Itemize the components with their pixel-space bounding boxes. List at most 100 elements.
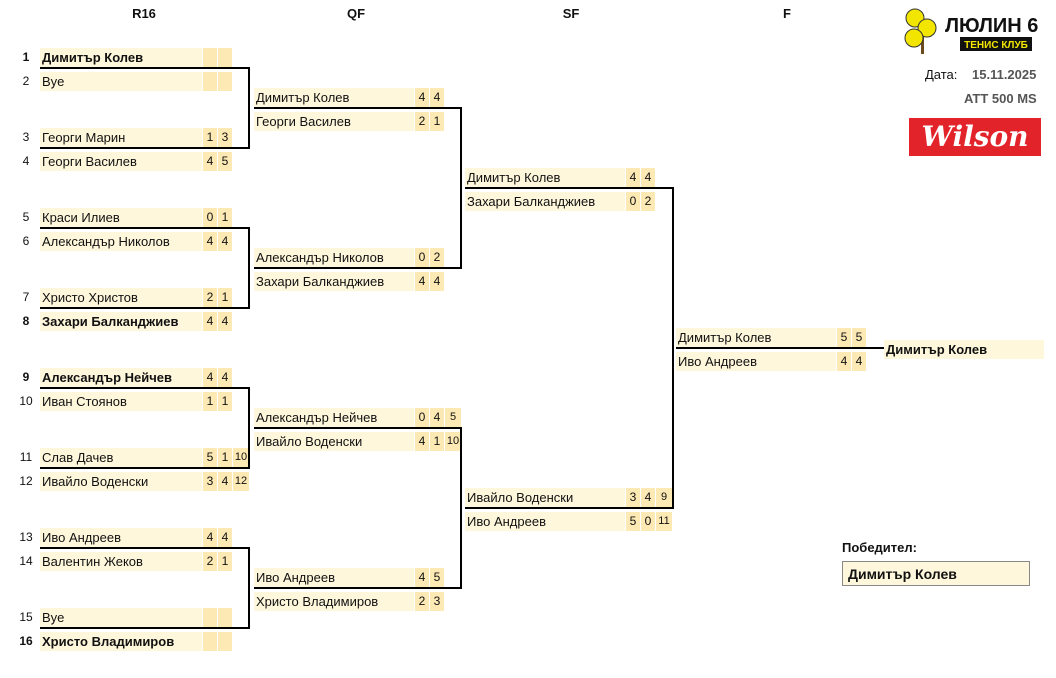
set-score: 4 xyxy=(640,488,655,507)
set-score: 1 xyxy=(217,552,232,571)
champion-entry: Димитър Колев xyxy=(884,340,1044,359)
set-score: 4 xyxy=(640,168,655,187)
player-name: Александър Нейчев xyxy=(254,408,414,427)
set-score: 4 xyxy=(217,472,232,491)
bracket-line xyxy=(40,547,250,549)
seed-number: 6 xyxy=(22,234,30,248)
player-name: Ивайло Воденски xyxy=(465,488,625,507)
winner-box: Димитър Колев xyxy=(842,561,1030,586)
seed-number: 13 xyxy=(19,530,33,544)
set-score: 4 xyxy=(217,528,232,547)
seed-number: 14 xyxy=(19,554,33,568)
player-name: Георги Марин xyxy=(40,128,202,147)
set-score: 3 xyxy=(202,472,217,491)
player-name: Иван Стоянов xyxy=(40,392,202,411)
set-score: 0 xyxy=(625,192,640,211)
set-score xyxy=(202,608,217,627)
sponsor-logo: Wilson xyxy=(909,118,1041,156)
set-score: 4 xyxy=(414,272,429,291)
set-score: 1 xyxy=(217,288,232,307)
bracket-entry: Bye xyxy=(40,608,232,627)
set-score: 12 xyxy=(232,472,249,491)
bracket-line xyxy=(40,67,250,69)
set-score xyxy=(217,632,232,651)
bracket-line xyxy=(40,147,250,149)
set-score: 3 xyxy=(217,128,232,147)
set-score: 4 xyxy=(217,312,232,331)
svg-text:ЛЮЛИН 6: ЛЮЛИН 6 xyxy=(945,15,1038,37)
winner-label: Победител: xyxy=(842,540,917,555)
player-name: Захари Балканджиев xyxy=(465,192,625,211)
player-name: Димитър Колев xyxy=(40,48,202,67)
set-score: 5 xyxy=(429,568,444,587)
player-name: Христо Христов xyxy=(40,288,202,307)
player-name: Димитър Колев xyxy=(254,88,414,107)
set-score: 2 xyxy=(640,192,655,211)
set-score xyxy=(202,632,217,651)
set-score: 4 xyxy=(429,272,444,291)
set-score: 5 xyxy=(202,448,217,467)
player-name: Иво Андреев xyxy=(254,568,414,587)
set-score: 4 xyxy=(429,408,444,427)
player-name: Bye xyxy=(40,72,202,91)
set-score: 4 xyxy=(217,232,232,251)
set-score: 4 xyxy=(414,568,429,587)
bracket-entry: Христо Владимиров xyxy=(40,632,232,651)
player-name: Александър Николов xyxy=(254,248,414,267)
set-score: 0 xyxy=(414,248,429,267)
set-score: 1 xyxy=(217,208,232,227)
bracket-line xyxy=(465,187,673,189)
player-name: Bye xyxy=(40,608,202,627)
svg-text:ТЕНИС КЛУБ: ТЕНИС КЛУБ xyxy=(964,40,1028,51)
bracket-line xyxy=(254,427,462,429)
seed-number: 8 xyxy=(22,314,30,328)
set-score: 10 xyxy=(444,432,461,451)
set-score: 4 xyxy=(202,368,217,387)
bracket-line xyxy=(40,227,250,229)
player-name: Валентин Жеков xyxy=(40,552,202,571)
bracket-line xyxy=(460,107,462,269)
set-score: 5 xyxy=(625,512,640,531)
set-score: 5 xyxy=(851,328,866,347)
date-value: 15.11.2025 xyxy=(972,67,1037,82)
player-name: Георги Василев xyxy=(40,152,202,171)
player-name: Захари Балканджиев xyxy=(254,272,414,291)
set-score: 1 xyxy=(202,392,217,411)
set-score: 4 xyxy=(851,352,866,371)
bracket-line xyxy=(40,307,250,309)
bracket-line xyxy=(254,587,462,589)
player-name: Христо Владимиров xyxy=(40,632,202,651)
bracket-line xyxy=(40,467,250,469)
player-name: Иво Андреев xyxy=(40,528,202,547)
set-score: 0 xyxy=(640,512,655,531)
set-score xyxy=(202,72,217,91)
set-score: 3 xyxy=(429,592,444,611)
set-score: 5 xyxy=(836,328,851,347)
seed-number: 7 xyxy=(22,290,30,304)
bracket-line xyxy=(676,347,886,349)
player-name: Георги Василев xyxy=(254,112,414,131)
set-score: 2 xyxy=(202,288,217,307)
set-score: 2 xyxy=(414,112,429,131)
player-name: Христо Владимиров xyxy=(254,592,414,611)
seed-number: 9 xyxy=(22,370,30,384)
round-header-sf: SF xyxy=(562,6,580,21)
player-name: Захари Балканджиев xyxy=(40,312,202,331)
set-score: 1 xyxy=(429,112,444,131)
seed-number: 11 xyxy=(19,450,33,464)
set-score: 4 xyxy=(414,432,429,451)
set-score xyxy=(202,48,217,67)
